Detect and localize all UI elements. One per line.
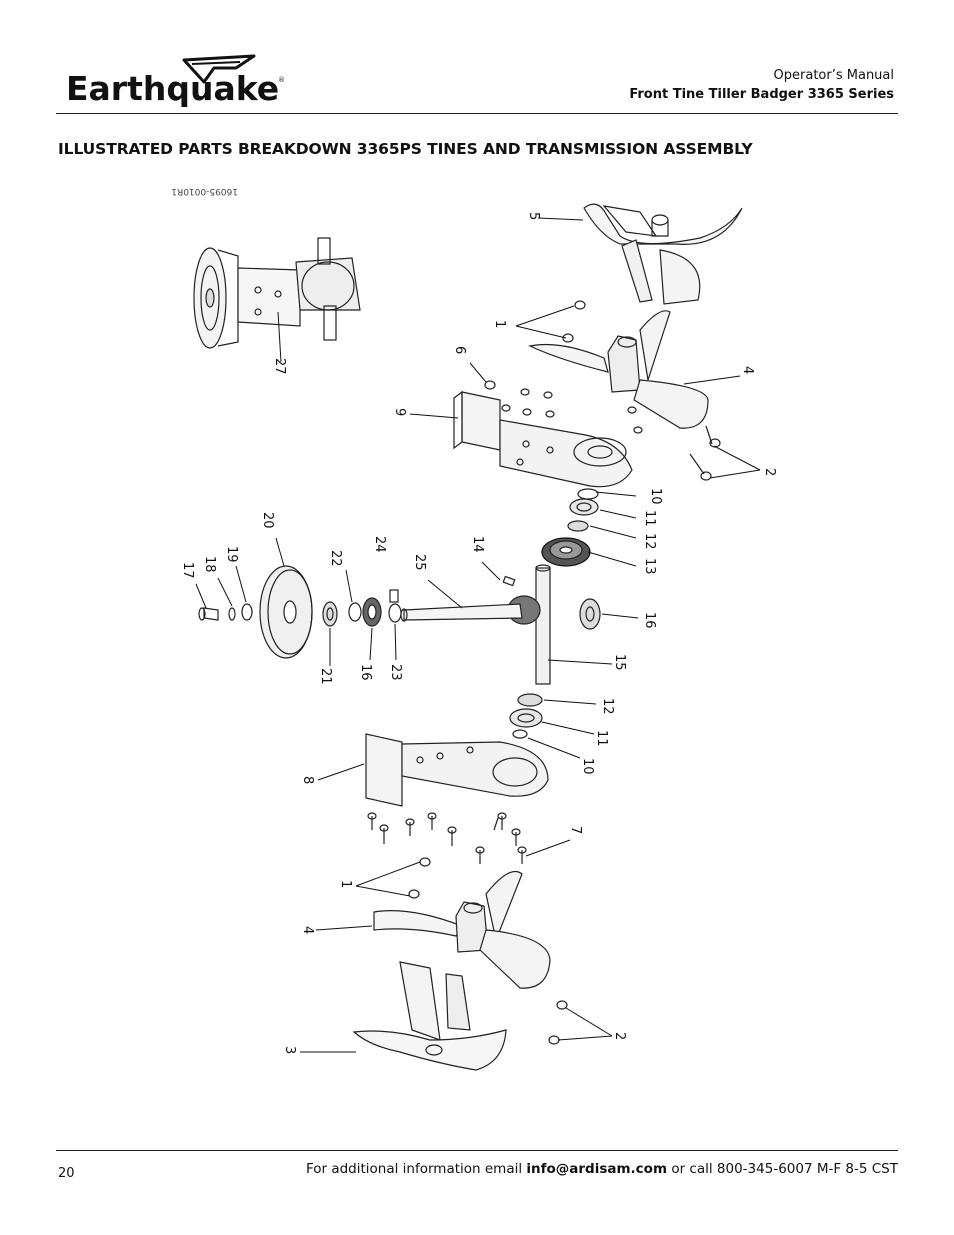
- part-label-17: 17: [180, 562, 195, 579]
- part-label-3: 3: [282, 1046, 297, 1054]
- part-label-21: 21: [318, 668, 333, 685]
- lower-tine-assembly-drawing: [352, 961, 507, 1071]
- part-label-20: 20: [260, 512, 275, 529]
- part-label-2-upper: 2: [762, 468, 777, 476]
- leader-lines: [195, 217, 761, 1053]
- footer-email-link[interactable]: info@ardisam.com: [526, 1161, 668, 1177]
- lower-tine-hub-drawing: [373, 857, 568, 1045]
- horizontal-shaft-drawing: [400, 575, 523, 622]
- vertical-shaft-drawing: [507, 564, 601, 685]
- part-label-24: 24: [372, 536, 387, 553]
- part-label-4-upper: 4: [740, 366, 755, 374]
- lower-bearing-stack-drawing: [509, 693, 543, 739]
- footer-text-after: or call 800-345-6007 M-F 8-5 CST: [667, 1161, 898, 1177]
- part-number-labels: 5 1 6 9 4 2 27 10 11 12 13 14 16 15 12 1…: [180, 212, 777, 1054]
- svg-text:®: ®: [278, 76, 285, 84]
- part-label-18: 18: [202, 556, 217, 573]
- part-label-10-upper: 10: [648, 488, 663, 505]
- upper-hardware-drawing: [484, 300, 643, 434]
- part-label-11-lower: 11: [594, 730, 609, 747]
- part-label-5: 5: [526, 212, 541, 220]
- header-product-name: Front Tine Tiller Badger 3365 Series: [629, 87, 894, 102]
- part-label-8: 8: [300, 776, 315, 784]
- gearbox-assembly-drawing: [193, 237, 361, 349]
- part-label-22: 22: [328, 550, 343, 567]
- part-label-12-lower: 12: [600, 698, 615, 715]
- part-label-25: 25: [412, 554, 427, 571]
- brand-wordmark: Earthquake: [66, 69, 279, 108]
- drawing-code: 16095-0010R1: [171, 186, 238, 196]
- part-label-9: 9: [392, 408, 407, 416]
- footer-contact: For additional information email info@ar…: [306, 1161, 898, 1177]
- part-label-11-upper: 11: [642, 510, 657, 527]
- gear-drawing: [541, 537, 591, 567]
- part-label-6: 6: [452, 346, 467, 354]
- page-number: 20: [58, 1166, 75, 1181]
- part-label-12-upper: 12: [642, 533, 657, 550]
- part-label-15: 15: [612, 654, 627, 671]
- lower-housing-drawing: [365, 733, 549, 807]
- upper-bearing-stack-drawing: [567, 488, 599, 532]
- part-label-2-lower: 2: [612, 1032, 627, 1040]
- part-label-23: 23: [388, 664, 403, 681]
- pulley-stack-drawing: [198, 565, 402, 659]
- footer-text-before: For additional information email: [305, 1161, 527, 1177]
- part-label-1-upper: 1: [492, 320, 507, 328]
- part-label-7: 7: [568, 826, 583, 834]
- part-label-13: 13: [642, 558, 657, 575]
- header-manual-type: Operator’s Manual: [773, 68, 894, 83]
- part-label-19: 19: [224, 546, 239, 563]
- part-label-1-lower: 1: [338, 880, 353, 888]
- upper-tine-assembly-drawing: [583, 203, 743, 305]
- upper-tine-hub-drawing: [528, 310, 721, 481]
- footer-rule: [56, 1150, 898, 1151]
- page-title: ILLUSTRATED PARTS BREAKDOWN 3365PS TINES…: [58, 140, 753, 158]
- earthquake-logo: Earthquake ®: [66, 54, 285, 108]
- manual-header: Operator’s Manual Front Tine Tiller Badg…: [629, 68, 894, 102]
- part-label-10-lower: 10: [580, 758, 595, 775]
- part-label-16-right: 16: [642, 612, 657, 629]
- part-label-4-lower: 4: [300, 926, 315, 934]
- part-label-14: 14: [470, 536, 485, 553]
- part-label-16-left: 16: [358, 664, 373, 681]
- header-rule: [56, 113, 898, 114]
- part-label-27: 27: [272, 358, 287, 375]
- lower-bolts-drawing: [367, 812, 527, 864]
- upper-housing-drawing: [453, 390, 633, 488]
